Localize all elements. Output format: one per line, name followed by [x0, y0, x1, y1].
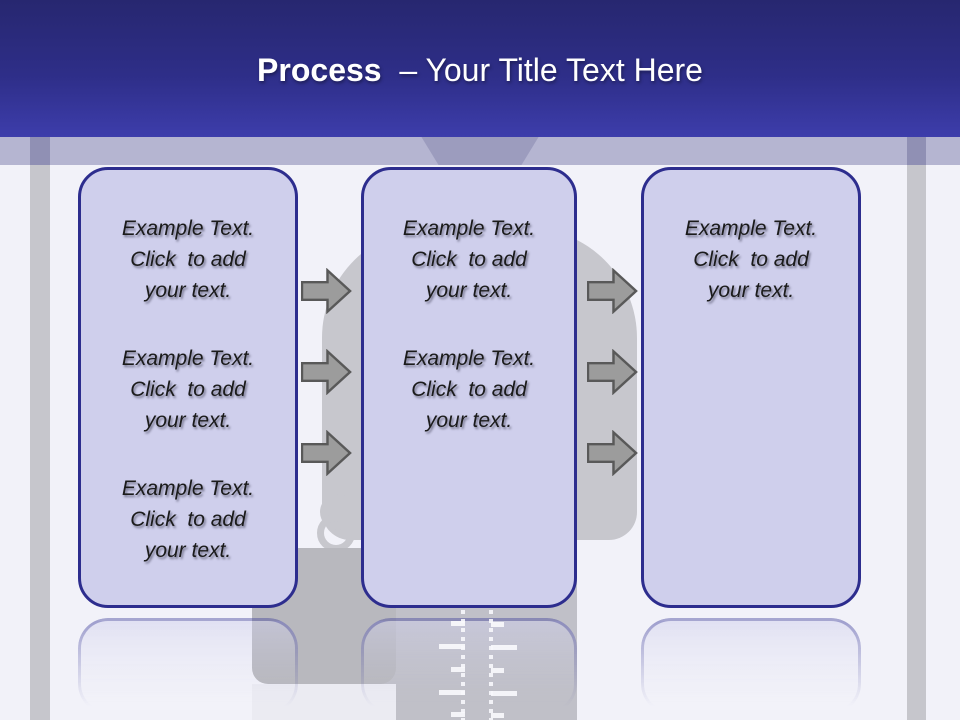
person-head-silhouette: [421, 137, 539, 165]
process-box-2[interactable]: Example Text. Click to add your text. Ex…: [361, 167, 577, 608]
title-rest: – Your Title Text Here: [381, 52, 703, 88]
placeholder-text: Example Text. Click to add your text.: [402, 347, 536, 432]
tape-tick: [451, 712, 465, 717]
arrow-right-icon: [587, 349, 638, 395]
placeholder-text: Example Text. Click to add your text.: [402, 217, 536, 302]
box-reflection: [641, 618, 861, 714]
process-box-1[interactable]: Example Text. Click to add your text. Ex…: [78, 167, 298, 608]
process-box-3[interactable]: Example Text. Click to add your text.: [641, 167, 861, 608]
placeholder-text: Example Text. Click to add your text.: [121, 347, 255, 432]
placeholder-text: Example Text. Click to add your text.: [684, 217, 818, 302]
tape-tick: [491, 645, 517, 650]
placeholder-text: Example Text. Click to add your text.: [121, 477, 255, 562]
title-bar: Process – Your Title Text Here: [0, 0, 960, 137]
left-rail: [30, 165, 50, 720]
measuring-tape-line: [461, 610, 465, 720]
placeholder-text: Example Text. Click to add your text.: [121, 217, 255, 302]
arrow-right-icon: [301, 430, 352, 476]
box-reflection: [78, 618, 298, 714]
right-rail: [907, 165, 926, 720]
right-rail-band: [907, 137, 926, 165]
tape-tick: [491, 668, 504, 673]
box-content: Example Text. Click to add your text. Ex…: [81, 170, 295, 566]
arrow-right-icon: [587, 430, 638, 476]
tape-tick: [491, 691, 517, 696]
box-content: Example Text. Click to add your text.: [644, 170, 858, 306]
tape-tick: [439, 644, 465, 649]
arrow-right-icon: [301, 268, 352, 314]
box-reflection: [361, 618, 577, 714]
box-content: Example Text. Click to add your text. Ex…: [364, 170, 574, 436]
tape-tick: [451, 667, 465, 672]
arrow-right-icon: [587, 268, 638, 314]
page-title: Process – Your Title Text Here: [0, 0, 960, 89]
tape-tick: [439, 690, 465, 695]
measuring-tape-line: [489, 610, 493, 720]
tape-tick: [491, 622, 504, 627]
briefcase-handle-silhouette: [317, 514, 355, 552]
arrow-right-icon: [301, 349, 352, 395]
left-rail-band: [30, 137, 50, 165]
title-keyword: Process: [257, 52, 382, 88]
tape-tick: [491, 713, 504, 718]
tape-tick: [451, 621, 465, 626]
